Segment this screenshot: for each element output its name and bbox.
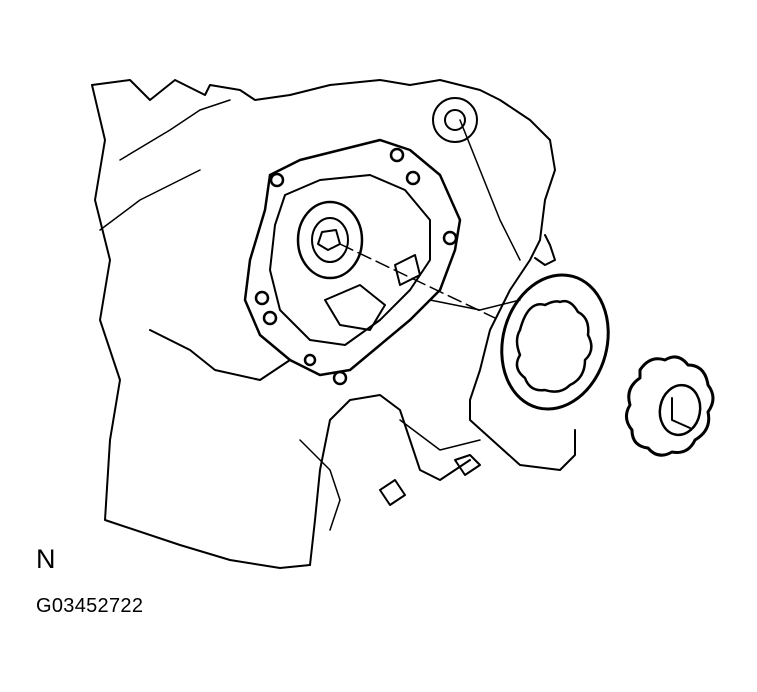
drive-rotor-inner	[625, 355, 715, 457]
oil-pump-cover-plate	[243, 138, 462, 386]
figure-id: G03452722	[36, 595, 144, 617]
driven-rotor-outer	[500, 273, 610, 411]
view-label: N	[36, 544, 56, 574]
alignment-line	[339, 243, 496, 319]
engine-block-housing	[91, 79, 576, 569]
